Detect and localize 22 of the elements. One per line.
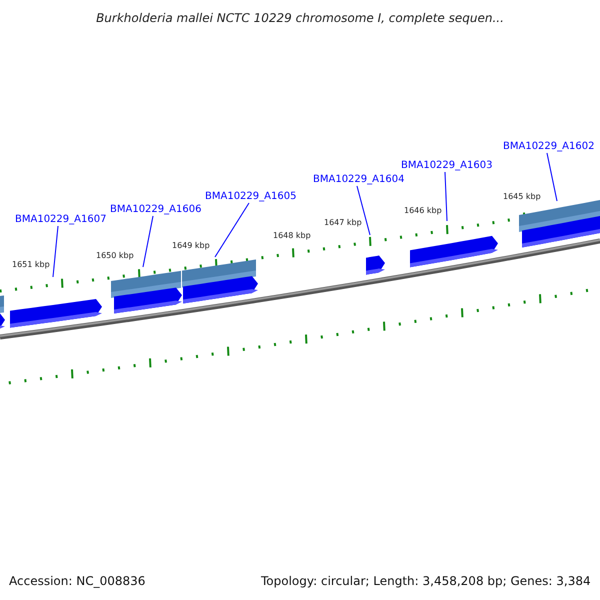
gene-label: BMA10229_A1603 — [401, 159, 492, 172]
scale-label: 1647 kbp — [324, 218, 362, 228]
scale-label: 1648 kbp — [273, 231, 311, 241]
accession-text: Accession: NC_008836 — [9, 574, 146, 589]
scale-label: 1645 kbp — [503, 192, 541, 202]
scale-label: 1651 kbp — [12, 260, 50, 270]
gene-label: BMA10229_A1606 — [110, 203, 202, 216]
scale-label: 1646 kbp — [404, 206, 442, 216]
leader-line — [444, 172, 448, 222]
leader-line — [214, 202, 250, 258]
gene-label: BMA10229_A1605 — [205, 190, 296, 203]
scale-label: 1650 kbp — [96, 251, 134, 261]
gene-label: BMA10229_A1604 — [313, 173, 404, 186]
leader-line — [52, 226, 58, 278]
leader-line — [546, 152, 558, 202]
title: Burkholderia mallei NCTC 10229 chromosome I, complete sequen... — [95, 10, 505, 27]
sequence-info-text: Topology: circular; Length: 3,458,208 bp; Genes: 3,384 — [261, 574, 591, 589]
scale-label: 1649 kbp — [172, 241, 210, 251]
leader-line — [356, 186, 370, 236]
gene-label: BMA10229_A1602 — [503, 140, 594, 153]
leader-line — [142, 216, 154, 268]
gene-label: BMA10229_A1607 — [15, 213, 106, 226]
